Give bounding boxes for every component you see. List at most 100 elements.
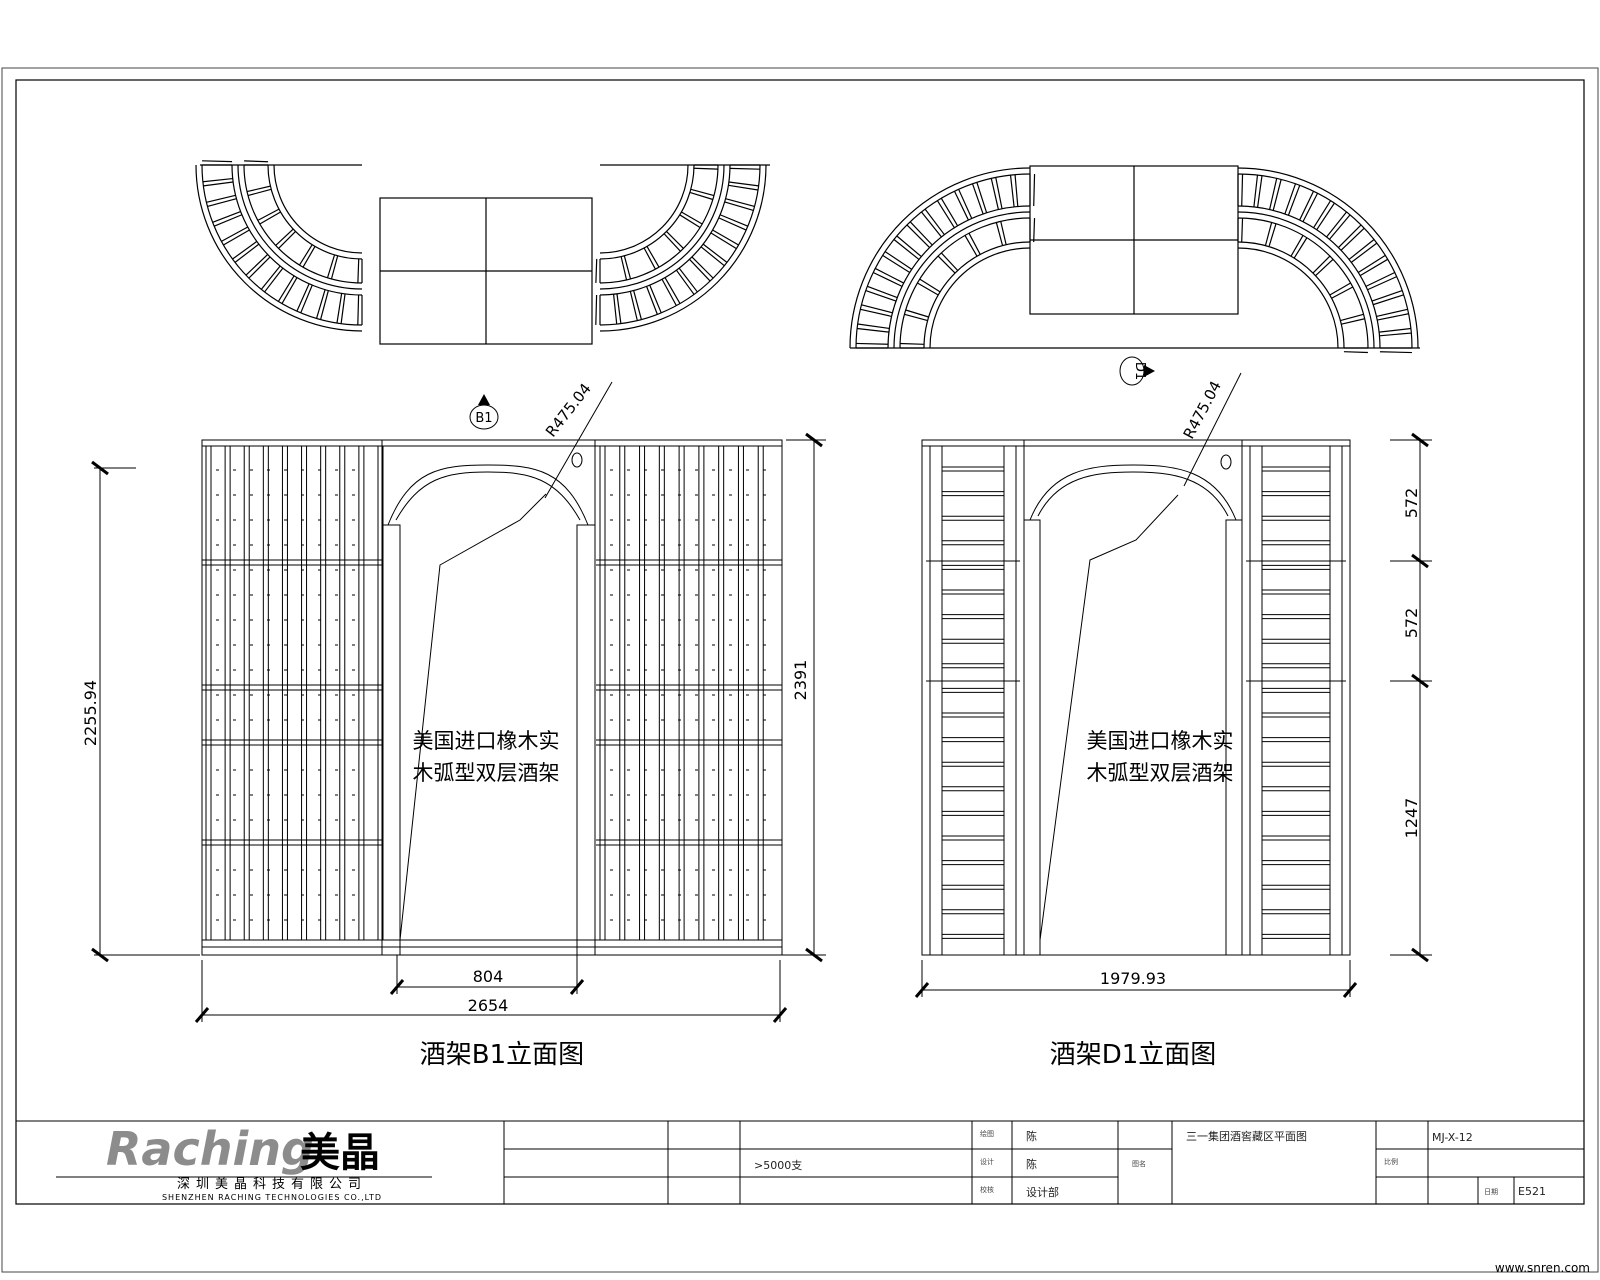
rack-divider: [729, 167, 760, 170]
rack-divider: [1350, 242, 1378, 263]
rack-divider: [1341, 318, 1365, 325]
label-date: 日期: [1484, 1188, 1498, 1196]
d1-arch: [1037, 471, 1229, 517]
rack-divider: [690, 188, 715, 197]
rack-divider: [646, 246, 660, 268]
rack-divider: [661, 278, 677, 306]
logo-cn: 美晶: [300, 1130, 380, 1176]
d1-note-line1: 美国进口橡木实: [1087, 729, 1234, 753]
rack-divider: [213, 214, 243, 227]
rack-divider: [646, 286, 658, 315]
rack-arc: [1237, 247, 1339, 349]
label-check: 校核: [980, 1185, 994, 1194]
b1-outline: [201, 439, 783, 956]
rack-divider: [1379, 327, 1411, 333]
rack-divider: [860, 308, 892, 317]
rack-divider: [857, 327, 889, 333]
d1-leader: [1039, 494, 1179, 941]
rack-divider: [882, 254, 911, 273]
b1-note-line2: 木弧型双层酒架: [413, 761, 560, 785]
rack-divider: [906, 224, 931, 249]
rack-divider: [905, 309, 929, 318]
rack-divider: [595, 258, 598, 283]
rack-arc: [195, 164, 363, 332]
rack-divider: [302, 246, 316, 268]
rack-divider: [995, 222, 1004, 246]
rack-divider: [1357, 254, 1386, 273]
rack-divider: [666, 231, 684, 249]
rack-divider: [689, 258, 711, 282]
rack-divider: [1367, 276, 1397, 291]
drawn-by: 陈: [1026, 1129, 1037, 1143]
company-cn: 深圳美晶科技有限公司: [177, 1177, 367, 1192]
rack-divider: [357, 294, 360, 325]
rack-divider: [1337, 224, 1362, 249]
rack-divider: [1287, 185, 1301, 216]
rack-divider: [958, 189, 973, 219]
rack-divider: [940, 197, 959, 227]
elevation-b1: [201, 439, 783, 956]
rack-divider: [300, 284, 313, 314]
rack-arc: [1237, 205, 1381, 349]
d1-radius-label: R475.04: [1180, 378, 1225, 442]
rack-arc: [273, 164, 363, 254]
d1-post: [1023, 519, 1041, 956]
rack-arc: [887, 205, 1031, 349]
rack-divider: [623, 255, 632, 280]
rack-divider: [700, 246, 725, 267]
rack-divider: [924, 208, 945, 236]
rack-divider: [320, 290, 329, 320]
b1-dim-height-left: 2255.94: [81, 680, 100, 746]
rack-divider: [247, 188, 272, 197]
rack-divider: [336, 293, 343, 324]
rack-divider: [900, 342, 925, 345]
rack-divider: [874, 267, 904, 284]
rack-divider: [728, 184, 759, 191]
rack-divider: [1299, 190, 1315, 221]
rack-divider: [1268, 223, 1277, 247]
rack-divider: [277, 275, 295, 302]
d1-dim-seg1: 572: [1402, 488, 1421, 519]
rack-divider: [260, 265, 281, 290]
watermark: www.snren.com: [1495, 1261, 1590, 1275]
rack-divider: [315, 289, 326, 319]
capacity-value: >5000支: [754, 1159, 802, 1172]
rack-divider: [1379, 332, 1412, 337]
label-scale: 比例: [1384, 1157, 1398, 1166]
rack-divider: [202, 160, 233, 163]
rack-divider: [206, 194, 236, 203]
rack-arc: [237, 164, 363, 290]
rack-divider: [893, 239, 920, 260]
rack-arc: [599, 164, 767, 332]
rack-divider: [203, 181, 234, 187]
rack-divider: [259, 211, 281, 225]
rack-divider: [1312, 255, 1331, 274]
d1-post: [1225, 519, 1243, 956]
rack-divider: [861, 304, 893, 314]
rack-divider: [1009, 175, 1015, 207]
rack-divider: [248, 256, 271, 279]
rack-divider: [691, 256, 714, 279]
rack-divider: [909, 221, 933, 246]
rack-divider: [1377, 313, 1409, 321]
rack-divider: [990, 178, 999, 210]
rack-divider: [718, 217, 747, 231]
rack-divider: [221, 226, 249, 242]
rack-divider: [232, 240, 258, 260]
rack-divider: [326, 254, 336, 279]
rack-divider: [884, 251, 913, 270]
b1-dim-height-right: 2391: [791, 660, 810, 701]
rack-divider: [710, 232, 737, 250]
rack-divider: [968, 232, 981, 255]
rack-divider: [278, 231, 296, 249]
designed-by: 陈: [1026, 1157, 1037, 1171]
b1-dim-opening: 804: [473, 967, 504, 986]
b1-note-line1: 美国进口橡木实: [413, 729, 560, 753]
rack-divider: [1033, 174, 1036, 207]
rack-divider: [693, 167, 718, 170]
title-block: [15, 1120, 1585, 1205]
rack-divider: [995, 177, 1003, 209]
company-en: SHENZHEN RACHING TECHNOLOGIES CO.,LTD: [162, 1193, 382, 1202]
rack-divider: [702, 243, 728, 263]
